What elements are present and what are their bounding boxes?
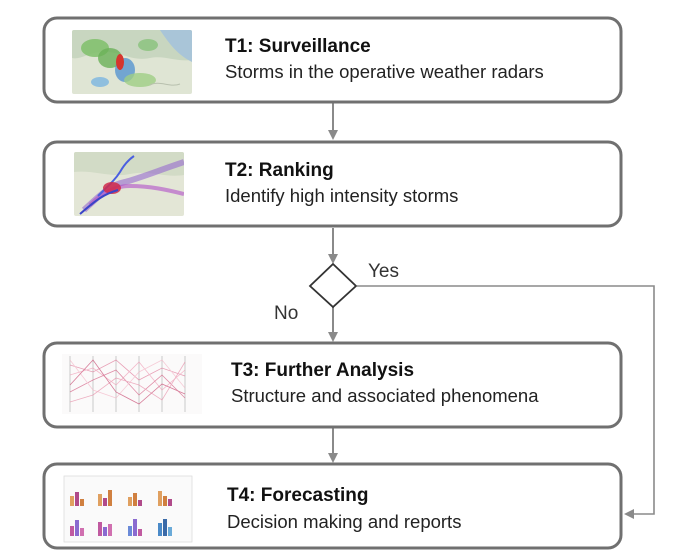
parallel-coordinates-icon: [62, 354, 202, 414]
connectors: [328, 103, 655, 519]
arrow-yes-to-t4: [357, 285, 655, 519]
step-subtitle: Decision making and reports: [227, 511, 461, 532]
bar-chart-grid-icon: [63, 475, 193, 543]
step-title: T3: Further Analysis: [231, 360, 414, 381]
radar-map-icon: [72, 30, 192, 94]
step-subtitle: Structure and associated phenomena: [231, 385, 539, 406]
step-subtitle: Storms in the operative weather radars: [225, 61, 544, 82]
no-label: No: [274, 303, 298, 324]
yes-label: Yes: [368, 261, 399, 282]
step-t4: T4: Forecasting Decision making and repo…: [42, 462, 623, 550]
step-subtitle: Identify high intensity storms: [225, 185, 458, 206]
step-t1: T1: Surveillance Storms in the operative…: [42, 16, 623, 104]
step-title: T2: Ranking: [225, 160, 334, 181]
step-box: [42, 140, 623, 228]
step-title: T4: Forecasting: [227, 485, 368, 506]
step-t3: T3: Further Analysis Structure and assoc…: [42, 341, 623, 429]
decision-node: Yes No: [274, 261, 399, 324]
step-title: T1: Surveillance: [225, 36, 371, 57]
storm-tracks-map-icon: [74, 152, 184, 216]
step-t2: T2: Ranking Identify high intensity stor…: [42, 140, 623, 228]
decision-diamond: [308, 262, 358, 309]
